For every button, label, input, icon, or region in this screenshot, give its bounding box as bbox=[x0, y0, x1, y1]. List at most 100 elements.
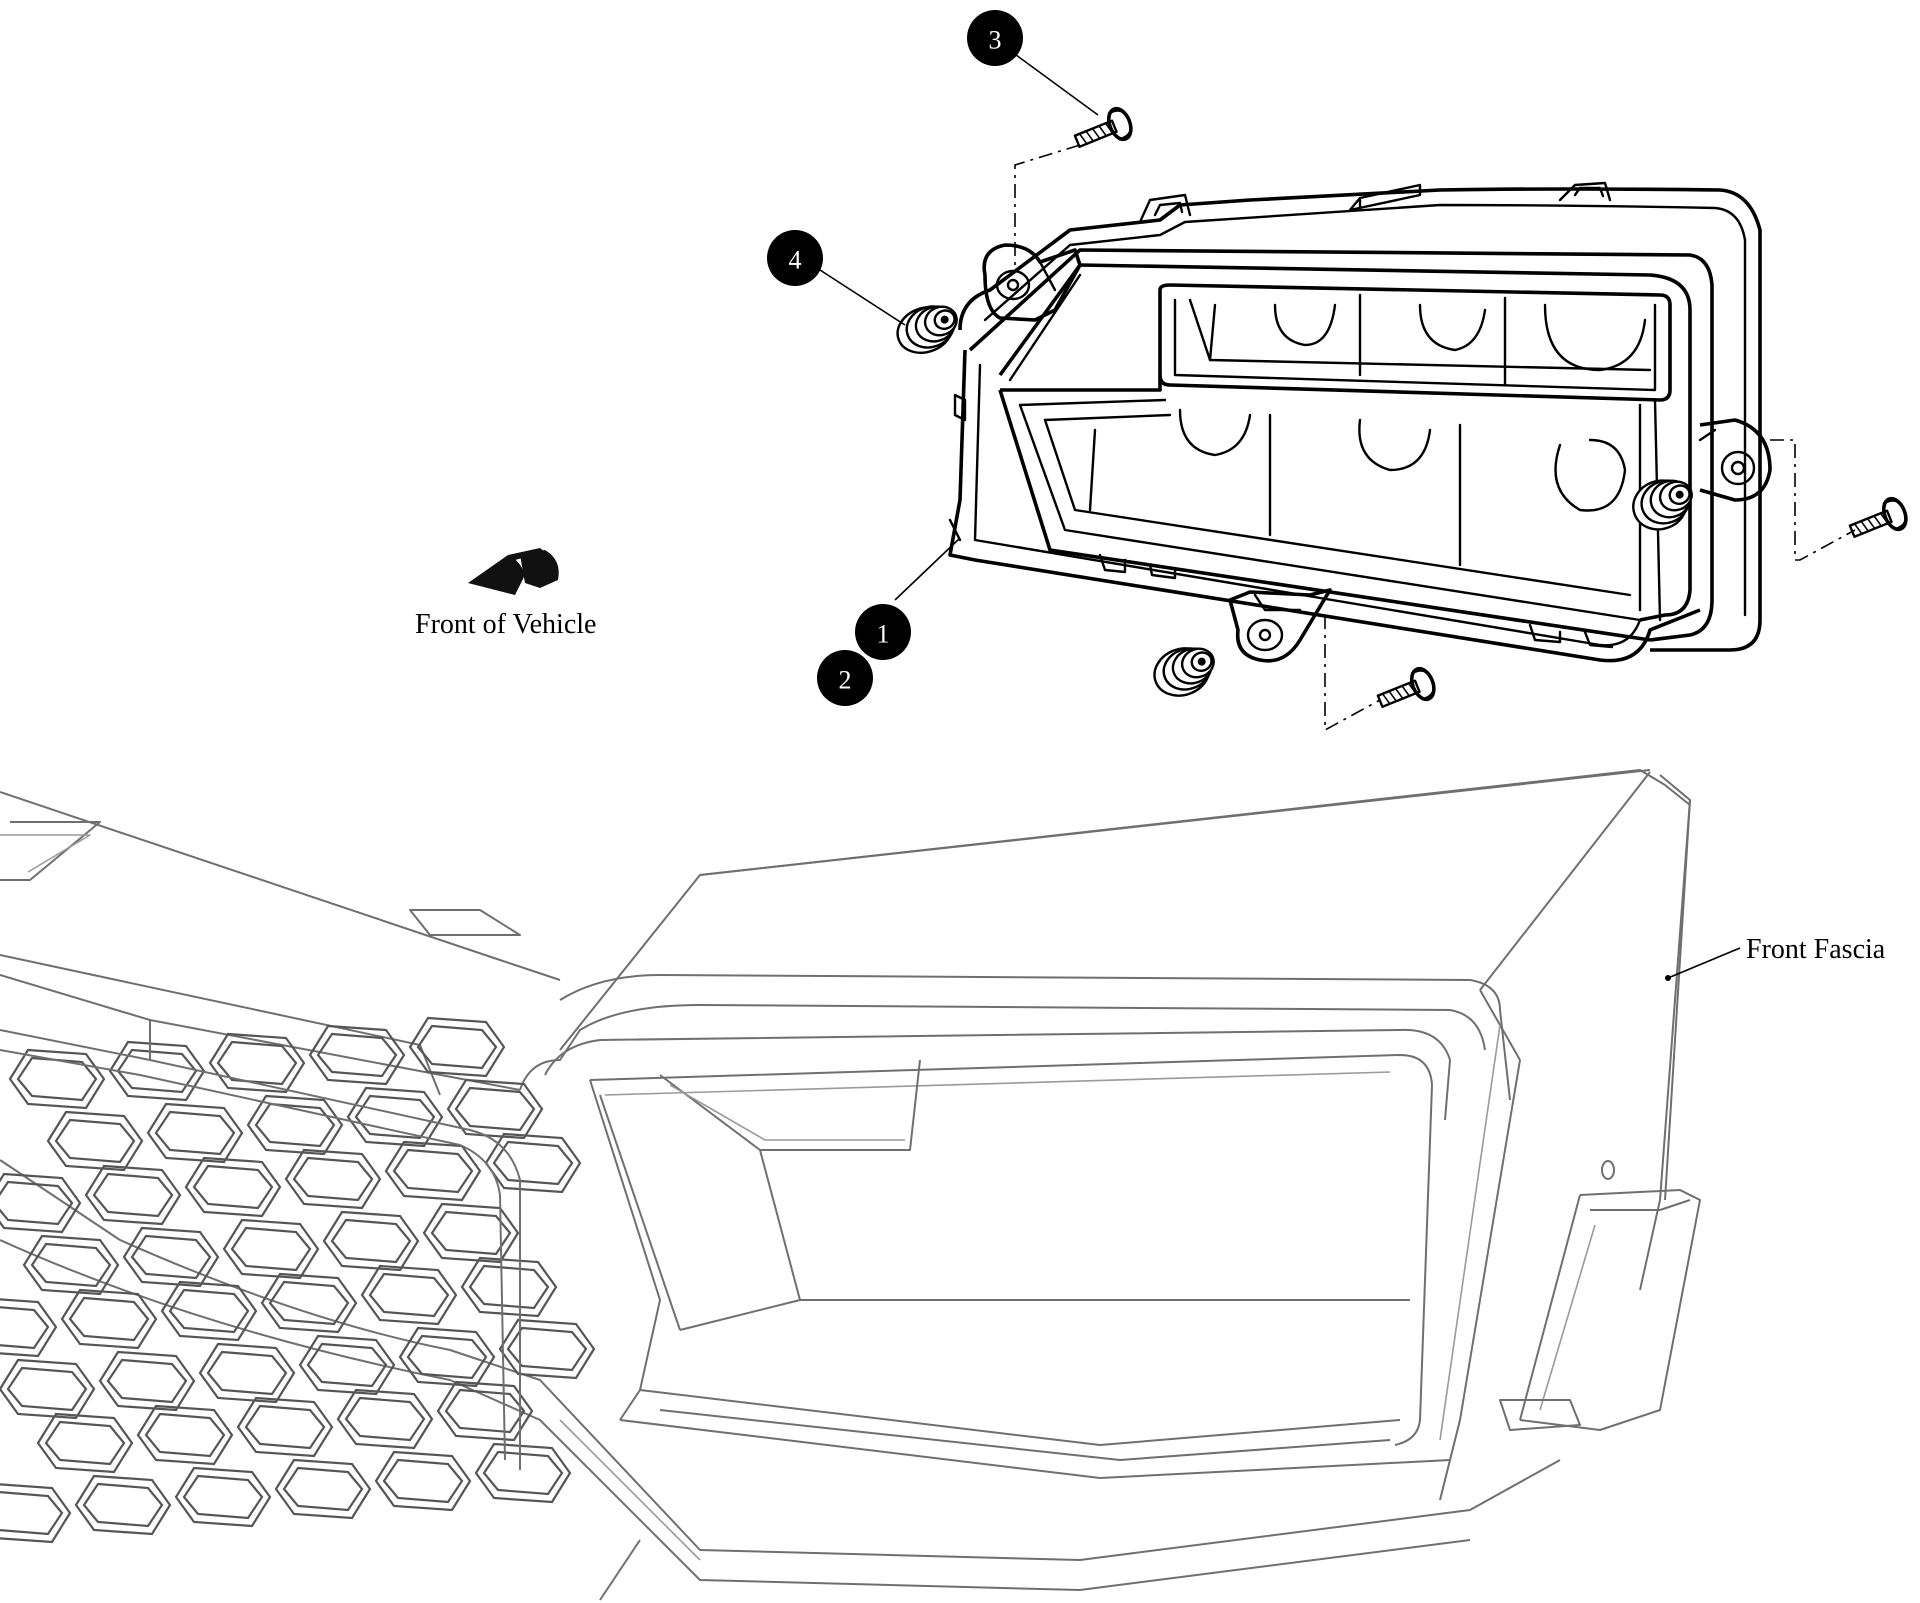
grille-cell-inner bbox=[382, 1458, 464, 1504]
grille-cell-inner bbox=[354, 1094, 436, 1140]
grille-cell-inner bbox=[368, 1272, 450, 1318]
grille-cell-inner bbox=[68, 1296, 150, 1342]
grille-cell bbox=[436, 1380, 534, 1442]
grille-cell bbox=[308, 1024, 406, 1086]
grille-cell-inner bbox=[230, 1226, 312, 1272]
grille-cell-inner bbox=[54, 1118, 136, 1164]
grille-cell bbox=[36, 1412, 134, 1474]
grille-cell-inner bbox=[282, 1466, 364, 1512]
grille-cell-inner bbox=[154, 1110, 236, 1156]
svg-text:3: 3 bbox=[989, 26, 1002, 55]
grille-cell bbox=[374, 1450, 472, 1512]
grille-cell bbox=[346, 1086, 444, 1148]
callout-4: 4 bbox=[767, 230, 823, 286]
grille-cell bbox=[208, 1032, 306, 1094]
grille-cell bbox=[0, 1172, 82, 1234]
grille-cell-inner bbox=[454, 1086, 536, 1132]
grille-cell bbox=[460, 1256, 558, 1318]
alignment-lines bbox=[1014, 144, 1856, 732]
grille-cell bbox=[184, 1156, 282, 1218]
grille-cell bbox=[174, 1466, 272, 1528]
grille-cell-inner bbox=[130, 1234, 212, 1280]
front-of-vehicle-label: Front of Vehicle bbox=[415, 609, 596, 640]
grille-cell-inner bbox=[6, 1366, 88, 1412]
grille-cell bbox=[98, 1350, 196, 1412]
screw-bottom bbox=[1376, 666, 1436, 709]
grille-cell bbox=[284, 1148, 382, 1210]
grille-cell-inner bbox=[144, 1412, 226, 1458]
grille-cell bbox=[0, 1298, 58, 1358]
grille-cell-inner bbox=[0, 1306, 50, 1350]
grille-cell bbox=[0, 1358, 96, 1420]
grille-cell-inner bbox=[306, 1342, 388, 1388]
grille-honeycomb-mesh bbox=[0, 1016, 596, 1544]
grille-cell-inner bbox=[330, 1218, 412, 1264]
grille-cell-inner bbox=[0, 1180, 74, 1226]
grille-cell-inner bbox=[268, 1280, 350, 1326]
grille-cell bbox=[108, 1040, 206, 1102]
grille-cell bbox=[198, 1342, 296, 1404]
grille-cell bbox=[384, 1140, 482, 1202]
grille-frame bbox=[0, 1020, 521, 1470]
grille-cell-inner bbox=[482, 1450, 564, 1496]
grille-cell bbox=[474, 1442, 572, 1504]
grille-cell bbox=[422, 1202, 520, 1264]
speed-nut-right bbox=[1632, 479, 1693, 531]
callout-3: 3 bbox=[967, 10, 1023, 66]
svg-text:2: 2 bbox=[839, 666, 852, 695]
grille-cell bbox=[298, 1334, 396, 1396]
grille-cell bbox=[398, 1326, 496, 1388]
grille-cell-inner bbox=[216, 1040, 298, 1086]
grille-cell bbox=[446, 1078, 544, 1140]
grille-cell-inner bbox=[16, 1056, 98, 1102]
grille-cell bbox=[84, 1164, 182, 1226]
grille-cell bbox=[498, 1318, 596, 1380]
mounting-ear-bottom bbox=[1228, 588, 1332, 663]
grille-cell-inner bbox=[30, 1242, 112, 1288]
grille-cell bbox=[274, 1458, 372, 1520]
grille-cell bbox=[160, 1280, 258, 1342]
grille-cell-inner bbox=[92, 1172, 174, 1218]
callout-1: 1 bbox=[855, 604, 911, 660]
grille-cell-inner bbox=[344, 1396, 426, 1442]
front-direction-arrow-icon bbox=[468, 548, 559, 595]
grille-cell bbox=[260, 1272, 358, 1334]
grille-cell-inner bbox=[416, 1024, 498, 1070]
grille-cell bbox=[336, 1388, 434, 1450]
grille-cell-inner bbox=[106, 1358, 188, 1404]
grille-cell bbox=[74, 1474, 172, 1536]
grille-cell bbox=[484, 1132, 582, 1194]
grille-cell-inner bbox=[168, 1288, 250, 1334]
grille-cell bbox=[8, 1048, 106, 1110]
grille-cell-inner bbox=[182, 1474, 264, 1520]
svg-text:4: 4 bbox=[789, 246, 802, 275]
grille-cell-inner bbox=[206, 1350, 288, 1396]
grille-cell-inner bbox=[492, 1140, 574, 1186]
light-module-housing bbox=[948, 181, 1762, 663]
grille-cell bbox=[46, 1110, 144, 1172]
grille-cell-inner bbox=[254, 1102, 336, 1148]
callout-2: 2 bbox=[817, 650, 873, 706]
grille-cell-inner bbox=[392, 1148, 474, 1194]
grille-cell bbox=[322, 1210, 420, 1272]
leader-lines bbox=[819, 51, 1741, 981]
grille-cell-inner bbox=[430, 1210, 512, 1256]
screw-top bbox=[1073, 106, 1133, 149]
mounting-ear-right bbox=[1698, 418, 1772, 502]
grille-cell bbox=[122, 1226, 220, 1288]
speed-nut-upper-left bbox=[896, 305, 958, 354]
grille-cell bbox=[246, 1094, 344, 1156]
svg-text:1: 1 bbox=[877, 620, 890, 649]
grille-cell-inner bbox=[0, 1491, 64, 1536]
grille-cell-inner bbox=[82, 1482, 164, 1528]
grille-cell bbox=[22, 1234, 120, 1296]
grille-cell-inner bbox=[468, 1264, 550, 1310]
grille-cell-inner bbox=[192, 1164, 274, 1210]
mounting-ear-upper-left bbox=[982, 243, 1082, 322]
speed-nut-bottom bbox=[1153, 647, 1215, 697]
grille-cell bbox=[60, 1288, 158, 1350]
grille-cell bbox=[236, 1396, 334, 1458]
front-fascia-illustration bbox=[0, 769, 1701, 1601]
grille-cell bbox=[408, 1016, 506, 1078]
